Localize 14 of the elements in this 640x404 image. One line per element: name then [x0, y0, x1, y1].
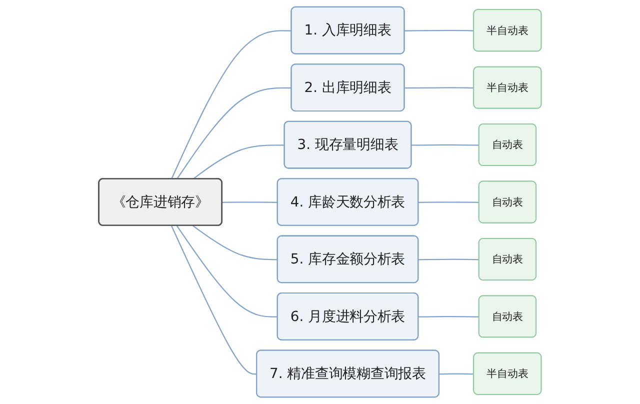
connector: [418, 316, 480, 318]
connector: [171, 30, 292, 180]
connector: [222, 202, 278, 203]
connector: [176, 226, 278, 318]
connector: [418, 258, 480, 260]
connector: [404, 87, 474, 89]
connector: [192, 144, 285, 180]
connector: [192, 225, 278, 260]
connector: [404, 30, 474, 32]
connector: [171, 226, 257, 375]
connector: [412, 144, 480, 146]
connector: [439, 373, 474, 375]
connector: [418, 202, 480, 203]
connector: [176, 87, 292, 180]
